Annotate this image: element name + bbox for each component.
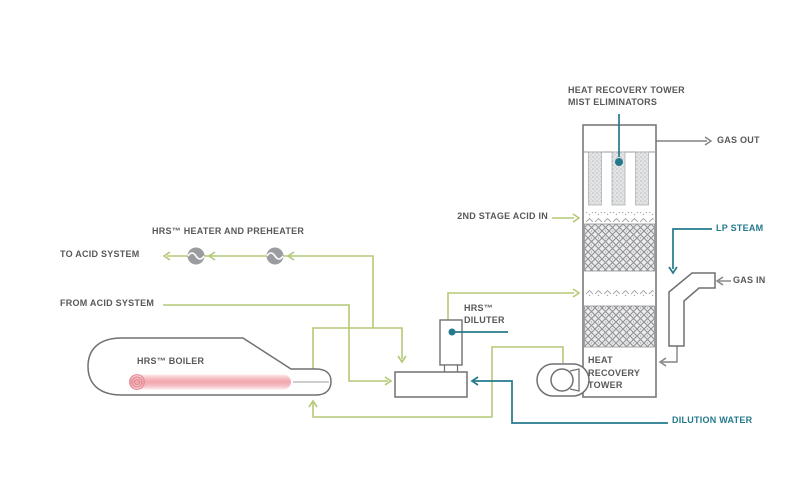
lp-steam-line [672, 228, 712, 269]
hrs-diluter-label: HRS™ DILUTER [464, 302, 505, 326]
packing-bed-lower [584, 305, 655, 348]
boiler-outlet-line [312, 327, 403, 369]
second-stage-acid-in-label: 2ND STAGE ACID IN [457, 211, 548, 221]
pump-icon [536, 363, 590, 397]
boiler-coil-icon [129, 374, 145, 390]
from-acid-system-label: FROM ACID SYSTEM [60, 298, 155, 308]
utility-lines [474, 228, 712, 424]
boiler-heat-band [129, 374, 291, 390]
heat-recovery-tower [582, 124, 657, 398]
from-acid-system-line [163, 304, 388, 382]
hrs-diluter-vessel [439, 319, 463, 374]
callout-indicators [448, 114, 623, 336]
spray-row-upper [585, 212, 654, 222]
to-acid-system-label: TO ACID SYSTEM [60, 249, 140, 259]
mist-eliminators-label-line1: HEAT RECOVERY TOWER [568, 85, 685, 95]
hrs-boiler-label: HRS™ BOILER [137, 356, 205, 366]
tower-label-line3: TOWER [588, 380, 623, 390]
to-acid-system-line [167, 255, 374, 328]
spray-row-lower [585, 289, 654, 299]
gas-in-label: GAS IN [733, 275, 766, 285]
dilution-water-label: DILUTION WATER [672, 415, 753, 425]
gas-lines [656, 140, 731, 363]
mist-eliminators-label: HEAT RECOVERY TOWER MIST ELIMINATORS [568, 85, 685, 108]
acid-process-lines [163, 217, 574, 418]
dilution-tank [394, 371, 468, 398]
flow-arrowheads [162, 136, 724, 408]
hrs-diluter-label-line1: HRS™ [464, 303, 494, 313]
gas-inlet-duct [668, 272, 716, 347]
mist-eliminator-dot [615, 158, 623, 166]
hrs-diluter-label-line2: DILUTER [464, 315, 505, 325]
packing-bed-upper [584, 223, 655, 272]
diluter-to-tower-line [447, 292, 574, 320]
dilution-water-line [474, 380, 668, 424]
heater-preheater-label: HRS™ HEATER AND PREHEATER [152, 226, 305, 236]
heat-recovery-tower-label: HEAT RECOVERY TOWER [588, 354, 640, 392]
tower-label-line1: HEAT [588, 355, 613, 365]
hrs-boiler [87, 337, 332, 396]
mist-eliminators-label-line2: MIST ELIMINATORS [568, 96, 658, 107]
gas-out-label: GAS OUT [717, 135, 760, 145]
pump-to-boiler-line [312, 346, 564, 418]
lp-steam-label: LP STEAM [716, 223, 764, 233]
tower-label-line2: RECOVERY [588, 367, 641, 378]
heat-exchanger-icons [187, 247, 284, 265]
diluter-dot [448, 328, 456, 336]
duct-to-tower-line [662, 346, 678, 363]
